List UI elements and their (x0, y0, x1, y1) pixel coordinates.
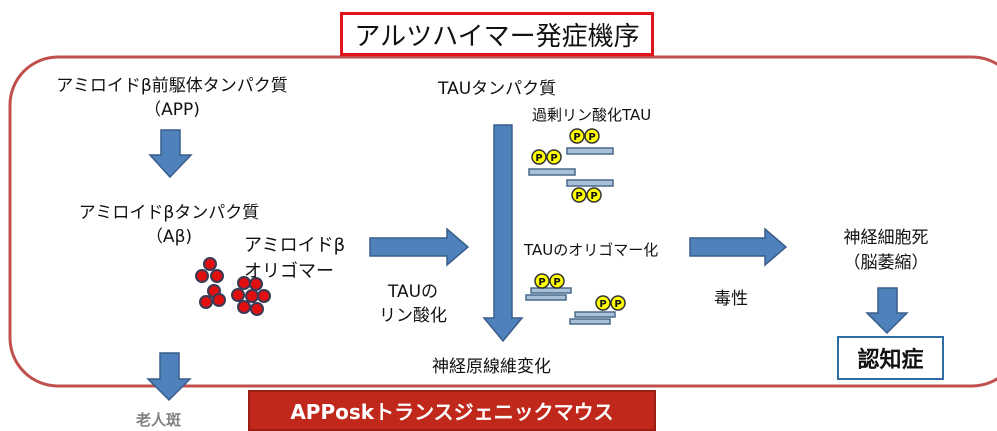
right-arrow-tau-phospho (369, 227, 470, 267)
phosphate-label: P (599, 299, 606, 310)
phosphate-label: P (538, 277, 545, 288)
hyper-tau-label: 過剰リン酸化TAU (532, 106, 652, 124)
abeta-label-line2: （Aβ) (145, 227, 193, 247)
senile-plaque-label: 老人斑 (136, 411, 182, 429)
neuron-death-label-line2: （脳萎縮） (843, 253, 929, 273)
right-arrow-toxicity (689, 227, 788, 267)
neuron-death-label: 神経細胞死 （脳萎縮） (826, 226, 946, 276)
down-arrow-dementia (865, 287, 909, 335)
tau-protein-label: TAUタンパク質 (438, 79, 557, 99)
phosphate-circle (546, 149, 562, 165)
amyloid-oligomer-cluster (195, 257, 271, 316)
oligomer-label: アミロイドβ オリゴマー (244, 233, 345, 285)
mouse-model-banner: APPoskトランスジェニックマウス (248, 390, 656, 431)
app-label: アミロイドβ前駆体タンパク質 （APP) (32, 74, 312, 122)
phosphate-label: P (588, 132, 595, 143)
dementia-box: 認知症 (837, 336, 944, 380)
phosphate-circle (531, 149, 547, 165)
page-title: アルツハイマー発症機序 (340, 12, 654, 56)
app-label-line2: （APP) (144, 100, 200, 120)
phosphate-label: P (573, 132, 580, 143)
down-arrow-app (148, 129, 193, 179)
phosphate-label: P (590, 191, 597, 202)
phosphate-circle (569, 128, 585, 144)
phosphate-circle (610, 295, 626, 311)
phosphate-label: P (535, 153, 542, 164)
phosphate-circle (549, 273, 565, 289)
phosphate-circle (595, 295, 611, 311)
phosphate-label: P (553, 277, 560, 288)
tau-phospho-label: TAUの リン酸化 (368, 280, 458, 328)
app-label-line1: アミロイドβ前駆体タンパク質 (56, 76, 288, 96)
tau-phospho-label-line2: リン酸化 (379, 306, 447, 326)
nft-label: 神経原線維変化 (432, 357, 551, 377)
phosphate-label: P (550, 153, 557, 164)
down-arrow-plaque (146, 352, 192, 402)
hyper-tau-strands (528, 147, 614, 187)
oligomer-label-line2: オリゴマー (244, 261, 334, 282)
phosphate-circle (586, 187, 602, 203)
tau-oligomer-label: TAUのオリゴマー化 (524, 241, 659, 259)
tau-phospho-label-line1: TAUの (387, 282, 439, 302)
phosphate-circle (534, 273, 550, 289)
phosphate-circle (584, 128, 600, 144)
phosphate-circle (571, 187, 587, 203)
abeta-label: アミロイドβタンパク質 （Aβ) (54, 201, 284, 249)
down-arrow-tau (482, 124, 524, 343)
phosphate-label: P (614, 299, 621, 310)
abeta-label-line1: アミロイドβタンパク質 (78, 203, 260, 223)
tau-oligomer-strands (525, 287, 616, 325)
phosphate-label: P (575, 191, 582, 202)
toxicity-label: 毒性 (714, 289, 748, 309)
oligomer-label-line1: アミロイドβ (244, 235, 346, 256)
process-frame (8, 55, 997, 388)
neuron-death-label-line1: 神経細胞死 (843, 228, 929, 248)
